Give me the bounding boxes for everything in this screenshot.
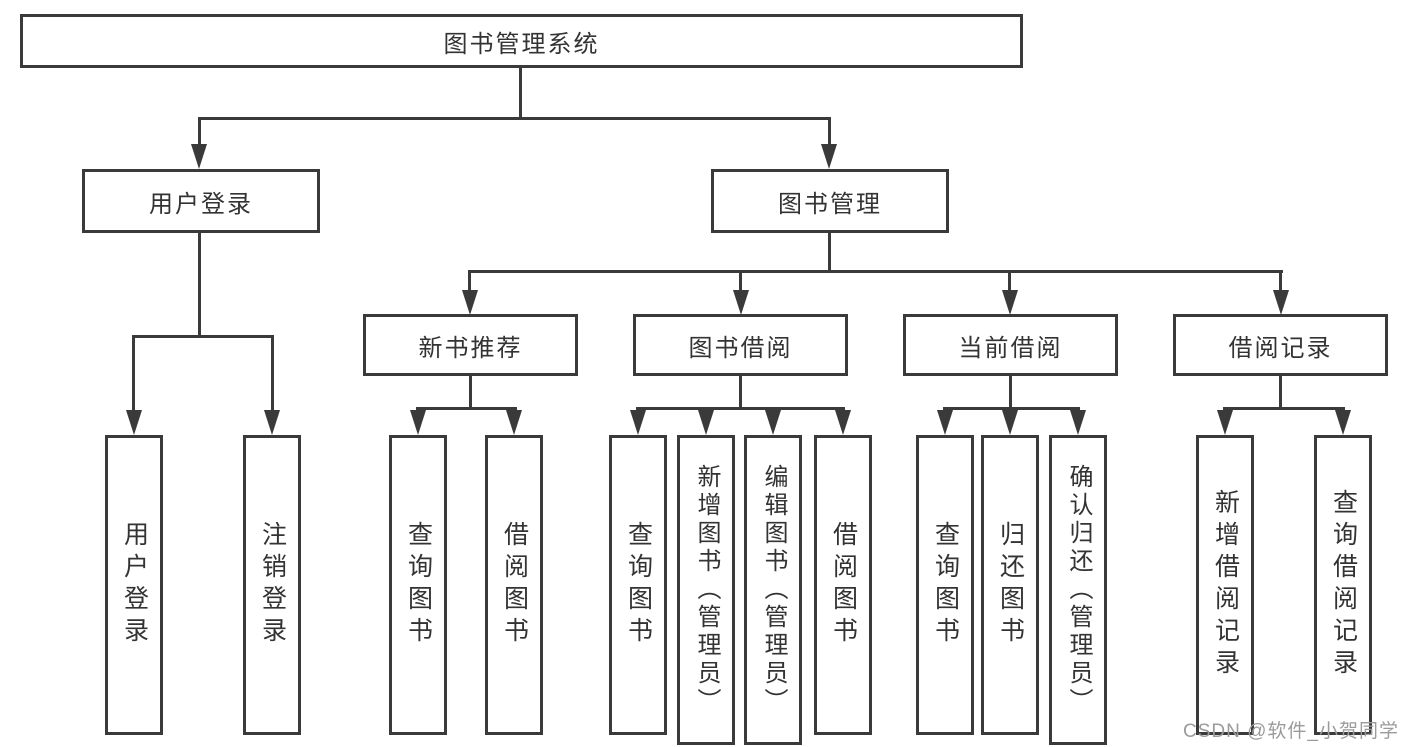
arrowhead-borrow-books-borrowing: [835, 410, 851, 435]
node-label: 图书管理: [778, 190, 882, 218]
arrowhead-book-borrow: [733, 290, 749, 315]
connector-borrowrecords-stub: [1279, 376, 1282, 410]
connector-level2-rail: [198, 117, 831, 120]
connector-root-stub: [519, 68, 522, 120]
arrowhead-return-book: [1002, 410, 1018, 435]
arrowhead-user-login: [191, 144, 207, 169]
node-label: 查询借阅记录: [1329, 489, 1358, 681]
connector-currentborrow-stub: [1009, 376, 1012, 410]
node-label: 借阅图书: [500, 521, 529, 649]
connector-bookborrow-stub: [739, 376, 742, 410]
connector-drop-current-borrow: [1008, 270, 1011, 293]
node-label: 用户登录: [149, 190, 253, 218]
leaf-user-login: 用户登录: [105, 435, 163, 735]
arrowhead-borrow-records: [1273, 290, 1289, 315]
connector-drop-user-login: [198, 117, 201, 146]
connector-drop-new-book: [468, 270, 471, 293]
node-new-book-recommendation: 新书推荐: [363, 314, 578, 376]
node-label: 查询图书: [931, 521, 960, 649]
node-user-login: 用户登录: [82, 169, 320, 233]
leaf-return-book: 归还图书: [981, 435, 1039, 735]
leaf-add-borrow-record: 新增借阅记录: [1196, 435, 1254, 735]
arrowhead-query-books-current: [937, 410, 953, 435]
connector-borrowrecords-rail: [1223, 407, 1345, 410]
leaf-query-books-recommend: 查询图书: [389, 435, 447, 735]
node-label: 注销登录: [258, 521, 287, 649]
node-label: 当前借阅: [958, 334, 1063, 362]
arrowhead-current-borrow: [1002, 290, 1018, 315]
leaf-borrow-books-recommend: 借阅图书: [485, 435, 543, 735]
arrowhead-query-borrow-record: [1335, 410, 1351, 435]
node-book-borrowing: 图书借阅: [633, 314, 848, 376]
node-label: 查询图书: [404, 521, 433, 649]
leaf-add-book-admin: 新增图书（管理员）: [677, 435, 735, 745]
node-label: 图书管理系统: [443, 30, 600, 58]
node-current-borrowing: 当前借阅: [903, 314, 1118, 376]
node-label: 借阅图书: [829, 521, 858, 649]
connector-drop-borrow-records: [1279, 270, 1282, 293]
node-label: 归还图书: [996, 521, 1025, 649]
connector-userlogin-rail: [132, 335, 274, 338]
connector-currentborrow-rail: [943, 407, 1080, 410]
node-root: 图书管理系统: [20, 14, 1023, 68]
connector-drop-book-borrow: [739, 270, 742, 293]
connector-bookborrow-rail: [636, 407, 845, 410]
connector-drop-leaf-login: [132, 335, 135, 412]
leaf-confirm-return-admin: 确认归还（管理员）: [1049, 435, 1107, 745]
node-label: 新增图书（管理员）: [693, 464, 720, 716]
arrowhead-query-books-borrowing: [630, 410, 646, 435]
connector-drop-book-management: [828, 117, 831, 146]
arrowhead-edit-book-admin: [765, 410, 781, 435]
leaf-logout: 注销登录: [243, 435, 301, 735]
node-label: 查询图书: [624, 521, 653, 649]
arrowhead-borrow-books-recommend: [506, 410, 522, 435]
csdn-watermark: CSDN @软件_小贺同学: [1183, 721, 1399, 742]
arrowhead-leaf-login: [126, 410, 142, 435]
node-book-management: 图书管理: [711, 169, 949, 233]
connector-newbook-rail: [416, 407, 517, 410]
node-borrowing-records: 借阅记录: [1173, 314, 1388, 376]
arrowhead-confirm-return-admin: [1070, 410, 1086, 435]
arrowhead-new-book: [462, 290, 478, 315]
leaf-borrow-books-borrowing: 借阅图书: [814, 435, 872, 735]
leaf-query-borrow-record: 查询借阅记录: [1314, 435, 1372, 735]
connector-bookmgmt-stub: [828, 233, 831, 273]
arrowhead-add-book-admin: [698, 410, 714, 435]
node-label: 新书推荐: [418, 334, 523, 362]
connector-level3-rail: [468, 270, 1283, 273]
arrowhead-add-borrow-record: [1217, 410, 1233, 435]
node-label: 编辑图书（管理员）: [760, 464, 787, 716]
connector-drop-leaf-logout: [271, 335, 274, 412]
arrowhead-leaf-logout: [264, 410, 280, 435]
connector-newbook-stub: [469, 376, 472, 410]
node-label: 用户登录: [120, 521, 149, 649]
leaf-query-books-borrowing: 查询图书: [609, 435, 667, 735]
node-label: 新增借阅记录: [1211, 489, 1240, 681]
node-label: 图书借阅: [688, 334, 793, 362]
leaf-query-books-current: 查询图书: [916, 435, 974, 735]
arrowhead-book-management: [821, 144, 837, 169]
node-label: 借阅记录: [1228, 334, 1333, 362]
arrowhead-query-books-recommend: [410, 410, 426, 435]
connector-userlogin-stub: [198, 233, 201, 338]
leaf-edit-book-admin: 编辑图书（管理员）: [744, 435, 802, 745]
node-label: 确认归还（管理员）: [1065, 464, 1092, 716]
